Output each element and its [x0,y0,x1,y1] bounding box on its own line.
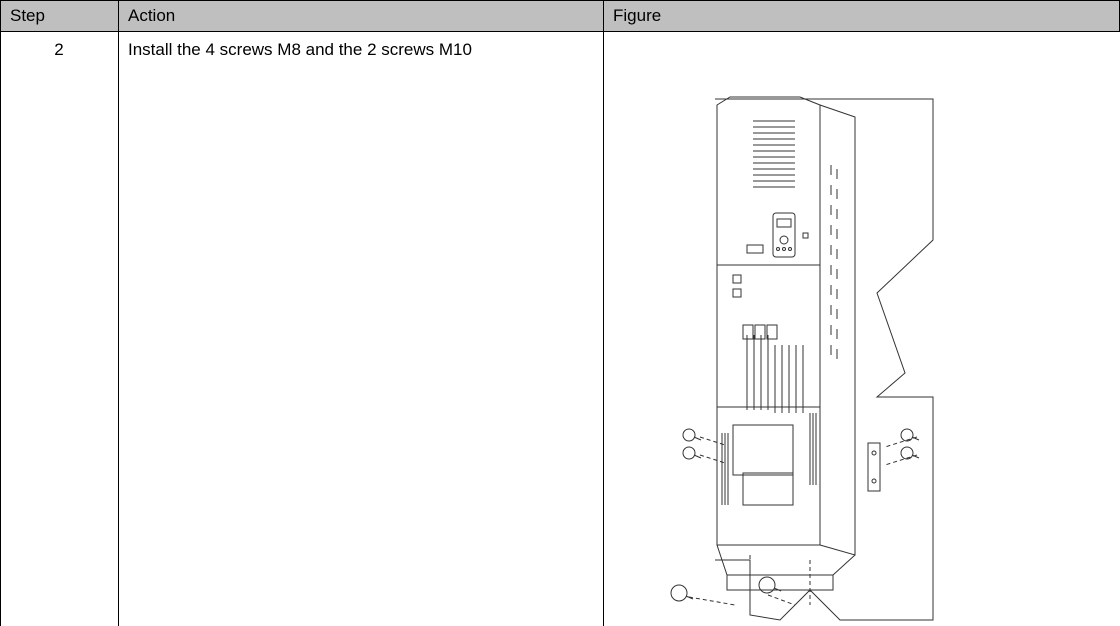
header-divider [0,31,1120,32]
wall-bracket [867,442,881,492]
busbars [742,324,804,413]
table-border-top [0,0,1120,1]
screw-m8-2 [682,446,702,460]
screw-m8-4 [900,446,920,460]
action-text: Install the 4 screws M8 and the 2 screws… [128,40,472,59]
table-border-left [0,0,1,626]
keypad-display [772,212,796,258]
column-divider-1 [118,0,119,626]
column-divider-2 [603,0,604,626]
cabinet-side [819,104,856,556]
mounting-wall [715,98,934,621]
header-action: Action [128,6,176,25]
screw-m8-1 [682,428,702,442]
step-number: 2 [54,40,64,59]
installation-figure [670,96,934,621]
screw-m10-2 [758,576,782,594]
table-header-row: Step Action Figure [0,0,1120,31]
side-vent-slots [830,165,838,359]
lower-vent-slots [721,413,817,505]
cabinet-base [716,544,856,576]
top-vent-slots [753,120,795,188]
screw-m8-3 [900,428,920,442]
header-step: Step [10,6,45,25]
screw-m10-1 [670,584,694,602]
cabinet-front [716,96,821,546]
header-figure: Figure [613,6,662,25]
